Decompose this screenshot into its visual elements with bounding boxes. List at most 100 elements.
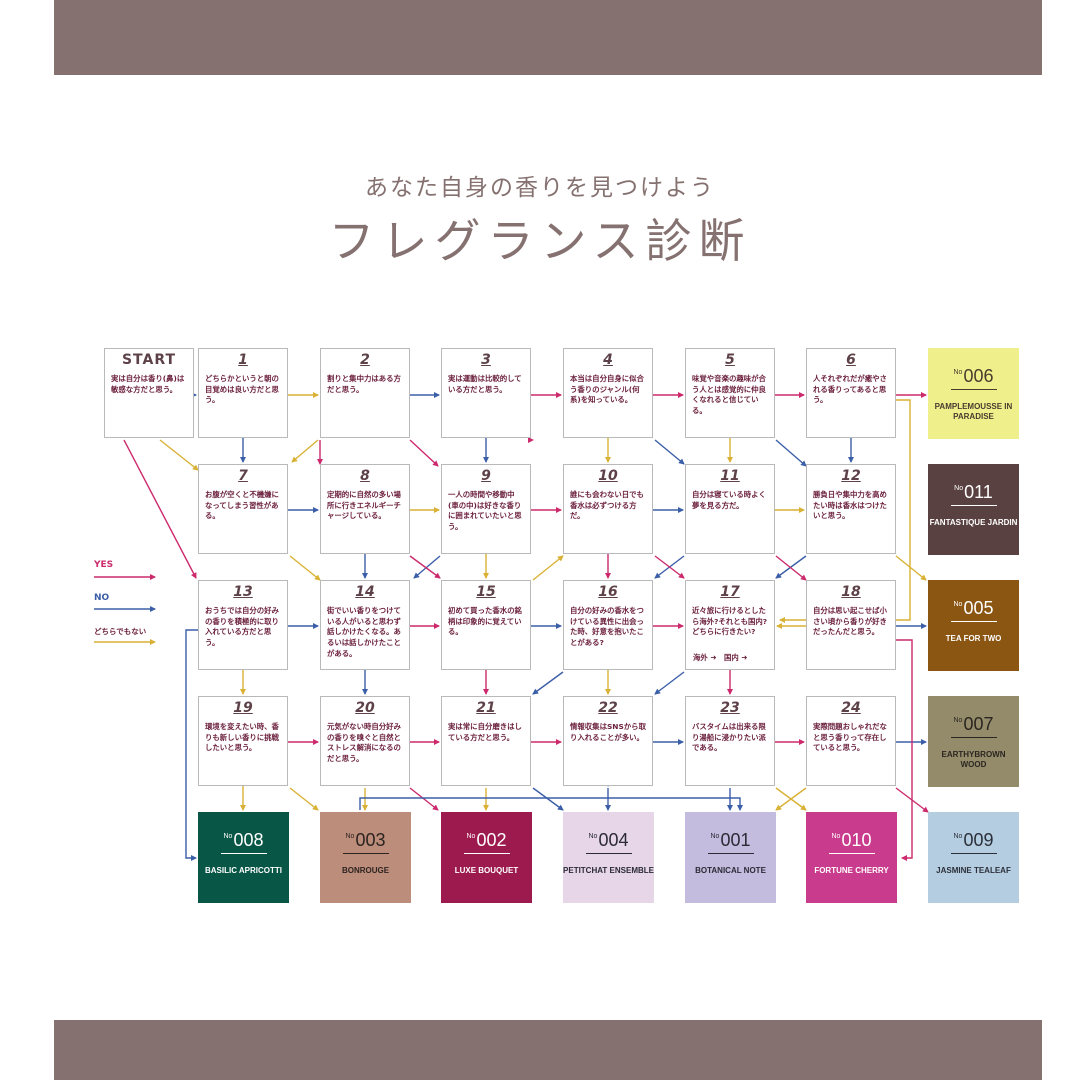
flow-arrow: [185, 629, 198, 861]
flow-arrow: [896, 639, 913, 861]
question-box-3[interactable]: 3 実は運動は比較的している方だと思う。: [441, 348, 531, 438]
result-divider: [828, 853, 875, 854]
flow-arrow: [123, 439, 197, 579]
question-text: 自分は思い起こせば小さい頃から香りが好きだったんだと思う。: [813, 606, 887, 637]
question-number: START: [121, 352, 177, 368]
result-number: No008: [198, 830, 289, 851]
question-text: 街でいい香りをつけている人がいると思わず話しかけたくなる。あるいは話しかけたこと…: [327, 606, 401, 658]
result-name: EARTHYBROWN WOOD: [941, 750, 1006, 769]
question-box-23[interactable]: 23 バスタイムは出来る限り湯船に浸かりたい派である。: [685, 696, 775, 786]
result-number-value: 009: [963, 830, 994, 850]
question-text: 誰にも会わない日でも香水は必ずつける方だ。: [570, 490, 644, 521]
question-number: 14: [355, 584, 375, 600]
question-text: 一人の時間や移動中(車の中)は好きな香りに囲まれていたいと思う。: [448, 490, 522, 532]
result-number-value: 006: [963, 366, 994, 386]
question-text: 実は常に自分磨きはしている方だと思う。: [448, 722, 522, 742]
result-divider: [342, 853, 389, 854]
question-number: 20: [355, 700, 375, 716]
flow-arrow: [895, 555, 927, 581]
bottom-band: [54, 1020, 1042, 1080]
flow-arrow: [775, 787, 807, 811]
result-name: FANTASTIQUE JARDIN: [929, 518, 1018, 527]
question-box-14[interactable]: 14 街でいい香りをつけている人がいると思わず話しかけたくなる。あるいは話しかけた…: [320, 580, 410, 670]
result-no-prefix: No: [953, 369, 963, 376]
flow-arrow: [359, 797, 743, 811]
start-box[interactable]: START 実は自分は香り(鼻)は敏感な方だと思う。: [104, 348, 194, 438]
question-text: 実は運動は比較的している方だと思う。: [448, 374, 522, 394]
result-number-value: 008: [233, 830, 264, 850]
result-number-value: 003: [355, 830, 386, 850]
legend-no-label: NO: [94, 593, 110, 603]
result-name: PAMPLEMOUSSE IN PARADISE: [934, 402, 1013, 421]
question-text: 実は自分は香り(鼻)は敏感な方だと思う。: [111, 374, 185, 394]
flow-arrow: [159, 439, 199, 471]
result-name: BONROUGE: [341, 866, 390, 875]
flow-arrow: [413, 555, 441, 579]
question-number: 23: [720, 700, 740, 716]
result-number-value: 004: [598, 830, 629, 850]
question-box-21[interactable]: 21 実は常に自分磨きはしている方だと思う。: [441, 696, 531, 786]
question-box-10[interactable]: 10 誰にも会わない日でも香水は必ずつける方だ。: [563, 464, 653, 554]
result-no-prefix: No: [953, 717, 963, 724]
top-band: [54, 0, 1042, 75]
flow-arrow: [409, 787, 439, 811]
question-number: 3: [481, 352, 491, 368]
question-number: 10: [598, 468, 618, 484]
result-number-value: 010: [841, 830, 872, 850]
page-title: フレグランス診断: [328, 214, 752, 268]
question-number: 7: [238, 468, 248, 484]
flow-arrow: [291, 439, 319, 463]
legend-either-label: どちらでもない: [94, 627, 147, 636]
question-text: 自分は寝ている時よく夢を見る方だ。: [692, 490, 766, 510]
flow-arrow: [654, 555, 685, 579]
result-divider: [950, 389, 997, 390]
question-number: 5: [725, 352, 735, 368]
question-box-7[interactable]: 7 お腹が空くと不機嫌になってしまう習性がある。: [198, 464, 288, 554]
question-number: 12: [841, 468, 861, 484]
result-no-prefix: No: [345, 833, 355, 840]
question-text: 実際問題おしゃれだなと思う香りって存在していると思う。: [813, 722, 887, 753]
question-number: 21: [476, 700, 496, 716]
question-text: バスタイムは出来る限り湯船に浸かりたい派である。: [692, 722, 766, 753]
flow-arrow: [775, 555, 807, 579]
question-number: 6: [846, 352, 856, 368]
question-number: 13: [233, 584, 253, 600]
result-no-prefix: No: [466, 833, 476, 840]
question-17-choices: 海外 ➜ 国内 ➜: [693, 653, 748, 662]
flow-arrow: [532, 787, 564, 811]
question-number: 17: [720, 584, 740, 600]
result-divider: [707, 853, 754, 854]
question-text: お腹が空くと不機嫌になってしまう習性がある。: [205, 490, 279, 521]
flow-arrow: [654, 671, 685, 695]
